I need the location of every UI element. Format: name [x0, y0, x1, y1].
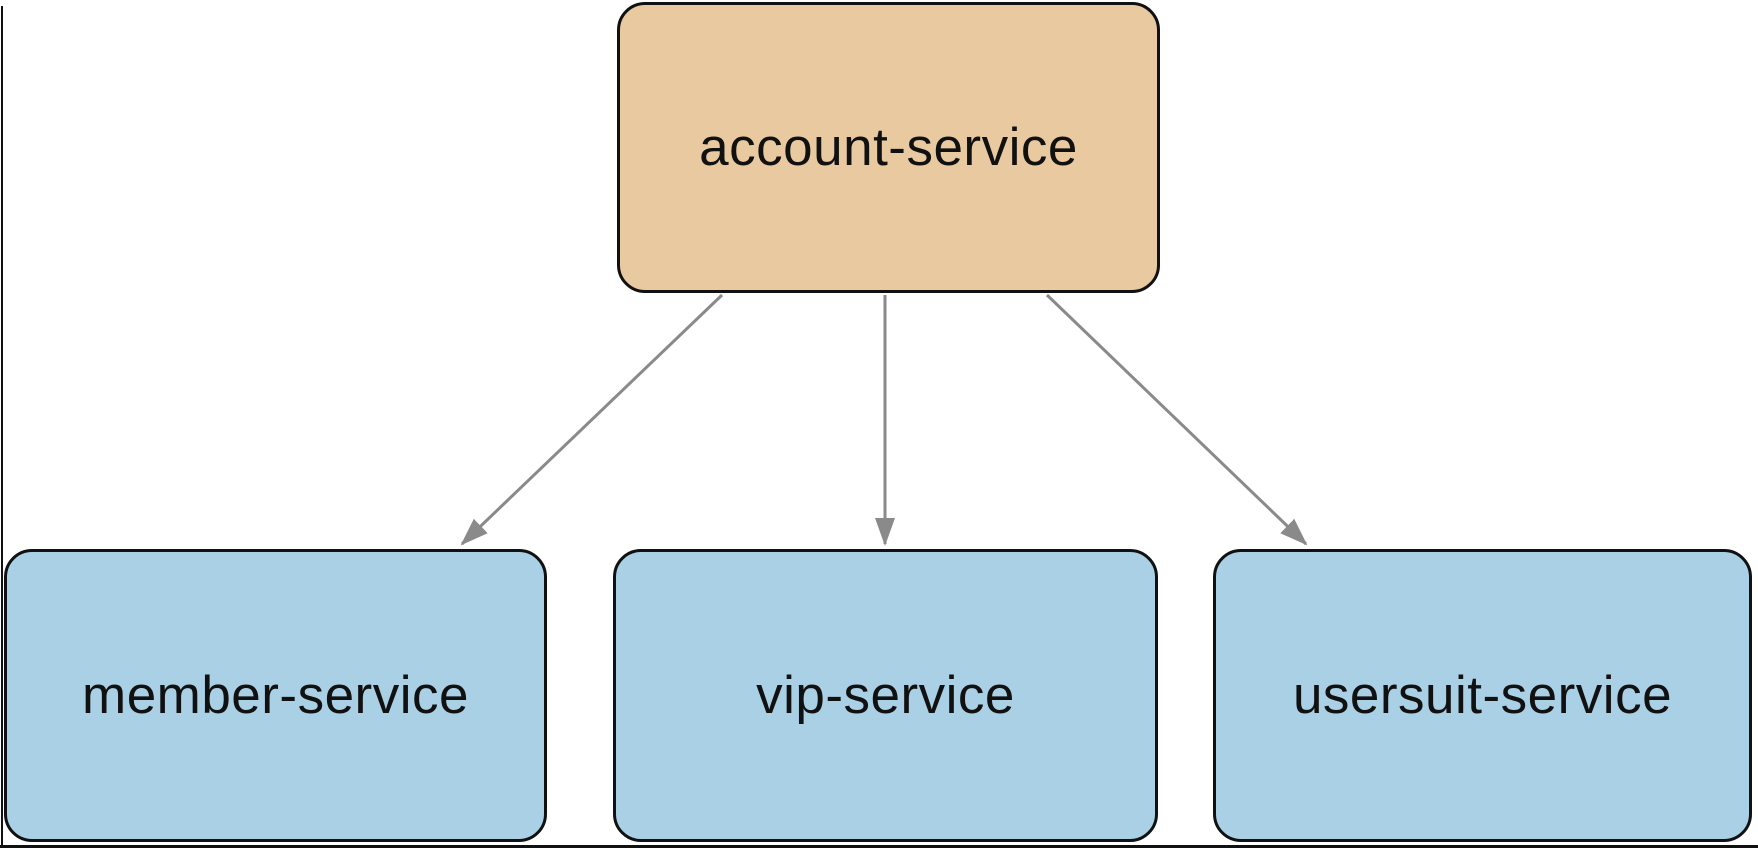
canvas-bottom-border: [0, 845, 1758, 848]
canvas-left-border: [1, 6, 3, 848]
node-member-service-label: member-service: [82, 666, 469, 725]
node-vip-service: vip-service: [613, 549, 1158, 842]
node-account-service-label: account-service: [699, 118, 1078, 177]
edge-account-to-member: [460, 293, 724, 546]
node-usersuit-service: usersuit-service: [1213, 549, 1752, 842]
node-usersuit-service-label: usersuit-service: [1292, 666, 1673, 725]
node-member-service: member-service: [4, 549, 547, 842]
node-account-service: account-service: [617, 2, 1160, 293]
edge-account-to-usersuit: [1045, 293, 1308, 546]
node-vip-service-label: vip-service: [756, 666, 1015, 725]
